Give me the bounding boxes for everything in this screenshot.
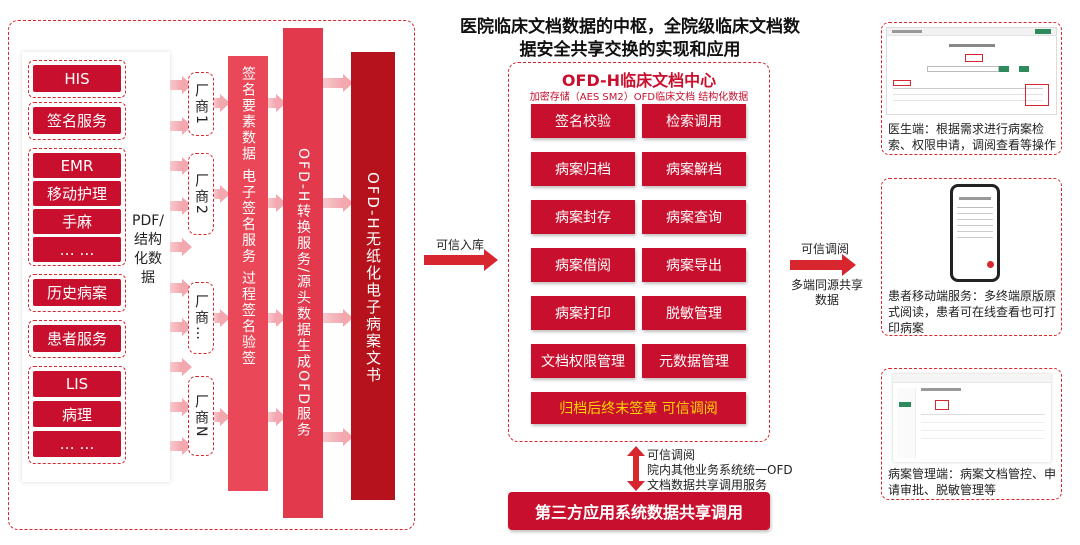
arrow-col2-d	[323, 428, 353, 446]
source-mobile-nursing: 移动护理	[33, 181, 121, 206]
func-print: 病案打印	[531, 296, 635, 330]
arrow-col2-c	[323, 309, 353, 327]
func-query: 病案查询	[642, 200, 746, 234]
source-history-records: 历史病案	[33, 279, 121, 306]
source-sign-service: 签名服务	[33, 107, 121, 134]
third-party-box: 第三方应用系统数据共享调用	[508, 492, 770, 530]
func-sign-verify: 签名校验	[531, 104, 635, 138]
arrow-col1-c	[268, 309, 286, 327]
vendor-n: 厂商N	[188, 376, 214, 456]
func-export: 病案导出	[642, 248, 746, 282]
vertical-arrow-up	[627, 446, 645, 456]
patient-panel	[881, 178, 1062, 336]
vendor-3: 厂商…	[188, 282, 214, 354]
source-more-1: … …	[33, 237, 121, 262]
archive-seal-bar: 归档后终末签章 可信调阅	[531, 392, 746, 424]
right-arrow-bottom-2: 数据	[814, 293, 839, 307]
ofd-center-subtitle: 加密存储（AES SM2）OFD临床文档 结构化数据	[529, 92, 749, 103]
doctor-screenshot	[886, 27, 1057, 115]
vertical-arrow-text-3: 文档数据共享调用服务	[647, 478, 768, 492]
ofd-center-panel	[508, 62, 770, 442]
vertical-arrow-shaft	[633, 454, 639, 482]
func-metadata: 元数据管理	[642, 344, 746, 378]
vendor-1: 厂商1	[188, 72, 214, 136]
arrow-col2-a	[323, 74, 353, 92]
vertical-arrow-text-1: 可信调阅	[647, 448, 696, 462]
vendor-2: 厂商2	[188, 153, 214, 235]
right-arrow-bottom-1: 多端同源共享	[790, 278, 863, 292]
source-his: HIS	[33, 65, 121, 92]
management-panel	[881, 368, 1062, 500]
arrow-col1-a	[268, 94, 286, 112]
source-patient-service: 患者服务	[33, 325, 121, 352]
arrow-vendor-1	[214, 94, 230, 112]
arrow-vendor-3	[214, 309, 230, 327]
pdf-structured-label: PDF/结构化数据	[132, 213, 164, 286]
func-borrow: 病案借阅	[531, 248, 635, 282]
arrow-source-4	[170, 197, 192, 215]
arrow-source-10	[170, 437, 192, 455]
paperless-record-column: OFD-H无纸化电子病案文书	[351, 52, 395, 500]
right-arrow-top-label: 可信调阅	[800, 242, 849, 256]
vertical-arrow-text-2: 院内其他业务系统统一OFD	[647, 463, 793, 477]
arrow-source-8	[170, 358, 192, 376]
arrow-source-3	[170, 157, 192, 175]
doctor-desc: 医生端：根据需求进行病案检索、权限申请，调阅查看等操作	[888, 122, 1057, 152]
func-seal: 病案封存	[531, 200, 635, 234]
func-search-call: 检索调用	[642, 104, 746, 138]
source-emr: EMR	[33, 153, 121, 178]
vertical-arrow-down	[627, 481, 645, 491]
func-unarchive: 病案解档	[642, 152, 746, 186]
arrow-source-7	[170, 318, 192, 336]
arrow-source-5	[170, 238, 192, 256]
arrow-col2-b	[323, 194, 353, 212]
ofd-center-title: OFD-H临床文档中心	[561, 71, 717, 90]
phone-screenshot	[950, 184, 1000, 282]
arrow-source-1	[170, 76, 192, 94]
trusted-import-label: 可信入库	[435, 238, 484, 252]
func-desensitize: 脱敏管理	[642, 296, 746, 330]
source-pathology: 病理	[33, 401, 121, 427]
page-title-line2: 据安全共享交换的实现和应用	[519, 40, 741, 60]
sign-elements-column: 签名要素数据 电子签名服务 过程签名验签	[228, 56, 268, 491]
management-screenshot	[893, 374, 1051, 462]
doctor-panel	[881, 22, 1062, 155]
arrow-vendor-2	[214, 185, 230, 203]
func-doc-permission: 文档权限管理	[531, 344, 635, 378]
arrow-vendor-4	[214, 408, 230, 426]
source-more-2: … …	[33, 431, 121, 457]
source-lis: LIS	[33, 371, 121, 397]
arrow-source-6	[170, 279, 192, 297]
patient-desc: 患者移动端服务：多终端原版原式阅读，患者可在线查看也可打印病案	[888, 289, 1057, 335]
trusted-import-arrow	[424, 249, 498, 271]
ofd-conversion-column: OFD-H转换服务/源头数据生成OFD服务	[283, 28, 323, 518]
arrow-source-2	[170, 117, 192, 135]
arrow-source-9	[170, 398, 192, 416]
arrow-col1-b	[268, 194, 286, 212]
arrow-col1-d	[268, 408, 286, 426]
management-desc: 病案管理端：病案文档管控、申请审批、脱敏管理等	[888, 467, 1057, 497]
right-arrow	[790, 254, 856, 276]
source-anesthesia: 手麻	[33, 209, 121, 234]
func-archive: 病案归档	[531, 152, 635, 186]
page-title-line1: 医院临床文档数据的中枢，全院级临床文档数	[460, 17, 800, 37]
left-panel	[8, 20, 415, 530]
